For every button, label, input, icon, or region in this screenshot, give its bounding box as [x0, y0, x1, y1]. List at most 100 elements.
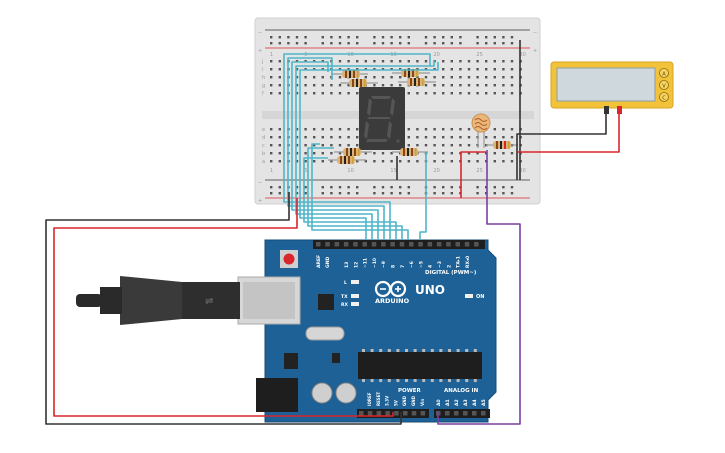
breadboard-hole[interactable]: [321, 160, 324, 163]
rail-hole[interactable]: [287, 42, 290, 45]
breadboard-hole[interactable]: [416, 136, 419, 139]
dc-power-jack[interactable]: [256, 378, 298, 412]
breadboard-hole[interactable]: [476, 152, 479, 155]
breadboard-hole[interactable]: [338, 92, 342, 95]
rail-hole[interactable]: [390, 186, 393, 189]
breadboard-hole[interactable]: [381, 60, 385, 63]
rail-hole[interactable]: [356, 192, 359, 195]
breadboard-hole[interactable]: [338, 84, 342, 87]
header-pin[interactable]: [399, 242, 405, 247]
breadboard-hole[interactable]: [442, 136, 445, 139]
breadboard-hole[interactable]: [321, 92, 324, 95]
header-pin[interactable]: [359, 411, 364, 416]
breadboard-hole[interactable]: [467, 160, 471, 163]
breadboard-hole[interactable]: [313, 160, 316, 163]
rail-hole[interactable]: [295, 192, 299, 195]
rail-hole[interactable]: [321, 42, 324, 45]
breadboard-hole[interactable]: [390, 84, 393, 87]
photoresistor[interactable]: [471, 113, 491, 148]
breadboard-hole[interactable]: [295, 144, 299, 147]
header-pin[interactable]: [394, 411, 399, 416]
breadboard-hole[interactable]: [278, 84, 281, 87]
breadboard-hole[interactable]: [313, 152, 316, 155]
breadboard-hole[interactable]: [450, 84, 453, 87]
breadboard-hole[interactable]: [476, 84, 479, 87]
breadboard-hole[interactable]: [424, 128, 428, 131]
breadboard-hole[interactable]: [338, 60, 342, 63]
breadboard-hole[interactable]: [381, 160, 385, 163]
rail-hole[interactable]: [442, 186, 445, 189]
breadboard-hole[interactable]: [442, 152, 445, 155]
breadboard-hole[interactable]: [278, 128, 281, 131]
rail-hole[interactable]: [381, 42, 385, 45]
breadboard-hole[interactable]: [330, 92, 333, 95]
breadboard-hole[interactable]: [295, 160, 299, 163]
breadboard-hole[interactable]: [510, 152, 514, 155]
rail-hole[interactable]: [510, 42, 514, 45]
breadboard-hole[interactable]: [450, 76, 453, 79]
breadboard-hole[interactable]: [304, 152, 307, 155]
rail-hole[interactable]: [407, 186, 410, 189]
breadboard-hole[interactable]: [278, 76, 281, 79]
breadboard-hole[interactable]: [493, 68, 496, 71]
breadboard-hole[interactable]: [433, 152, 436, 155]
rail-hole[interactable]: [304, 186, 307, 189]
breadboard-hole[interactable]: [373, 76, 376, 79]
breadboard-hole[interactable]: [270, 160, 273, 163]
rail-hole[interactable]: [278, 192, 281, 195]
breadboard-hole[interactable]: [278, 136, 281, 139]
header-pin[interactable]: [362, 242, 368, 247]
breadboard-hole[interactable]: [278, 152, 281, 155]
breadboard-hole[interactable]: [364, 152, 367, 155]
breadboard-hole[interactable]: [424, 76, 428, 79]
breadboard-hole[interactable]: [433, 128, 436, 131]
header-pin[interactable]: [455, 242, 461, 247]
rail-hole[interactable]: [373, 192, 376, 195]
breadboard-hole[interactable]: [330, 160, 333, 163]
rail-hole[interactable]: [493, 36, 496, 39]
breadboard-hole[interactable]: [356, 160, 359, 163]
rail-hole[interactable]: [450, 192, 453, 195]
rail-hole[interactable]: [510, 36, 514, 39]
breadboard-hole[interactable]: [381, 152, 385, 155]
breadboard-hole[interactable]: [321, 136, 324, 139]
multimeter-port-a[interactable]: [659, 68, 669, 78]
breadboard-hole[interactable]: [304, 76, 307, 79]
breadboard-hole[interactable]: [381, 84, 385, 87]
rail-hole[interactable]: [381, 36, 385, 39]
rail-hole[interactable]: [502, 42, 505, 45]
breadboard-hole[interactable]: [295, 136, 299, 139]
rail-hole[interactable]: [347, 36, 350, 39]
rail-hole[interactable]: [424, 42, 428, 45]
breadboard-hole[interactable]: [399, 76, 402, 79]
rail-hole[interactable]: [502, 186, 505, 189]
breadboard-hole[interactable]: [467, 76, 471, 79]
header-pin[interactable]: [376, 411, 382, 416]
rail-hole[interactable]: [321, 192, 324, 195]
breadboard-hole[interactable]: [330, 84, 333, 87]
breadboard-hole[interactable]: [467, 136, 471, 139]
breadboard-hole[interactable]: [347, 92, 350, 95]
breadboard-hole[interactable]: [416, 128, 419, 131]
digital-header[interactable]: [313, 240, 485, 249]
breadboard-hole[interactable]: [450, 152, 453, 155]
breadboard-hole[interactable]: [270, 84, 273, 87]
breadboard-hole[interactable]: [476, 76, 479, 79]
breadboard-hole[interactable]: [390, 160, 393, 163]
breadboard-hole[interactable]: [450, 128, 453, 131]
breadboard-hole[interactable]: [442, 84, 445, 87]
breadboard-hole[interactable]: [450, 60, 453, 63]
breadboard-hole[interactable]: [390, 60, 393, 63]
breadboard-hole[interactable]: [433, 136, 436, 139]
breadboard-hole[interactable]: [476, 160, 479, 163]
breadboard-hole[interactable]: [476, 60, 479, 63]
rail-hole[interactable]: [450, 36, 453, 39]
breadboard-hole[interactable]: [330, 144, 333, 147]
breadboard-hole[interactable]: [424, 144, 428, 147]
rail-hole[interactable]: [270, 42, 273, 45]
breadboard-hole[interactable]: [330, 128, 333, 131]
breadboard-hole[interactable]: [502, 84, 505, 87]
breadboard-hole[interactable]: [493, 136, 496, 139]
rail-hole[interactable]: [338, 186, 342, 189]
breadboard-hole[interactable]: [424, 84, 428, 87]
